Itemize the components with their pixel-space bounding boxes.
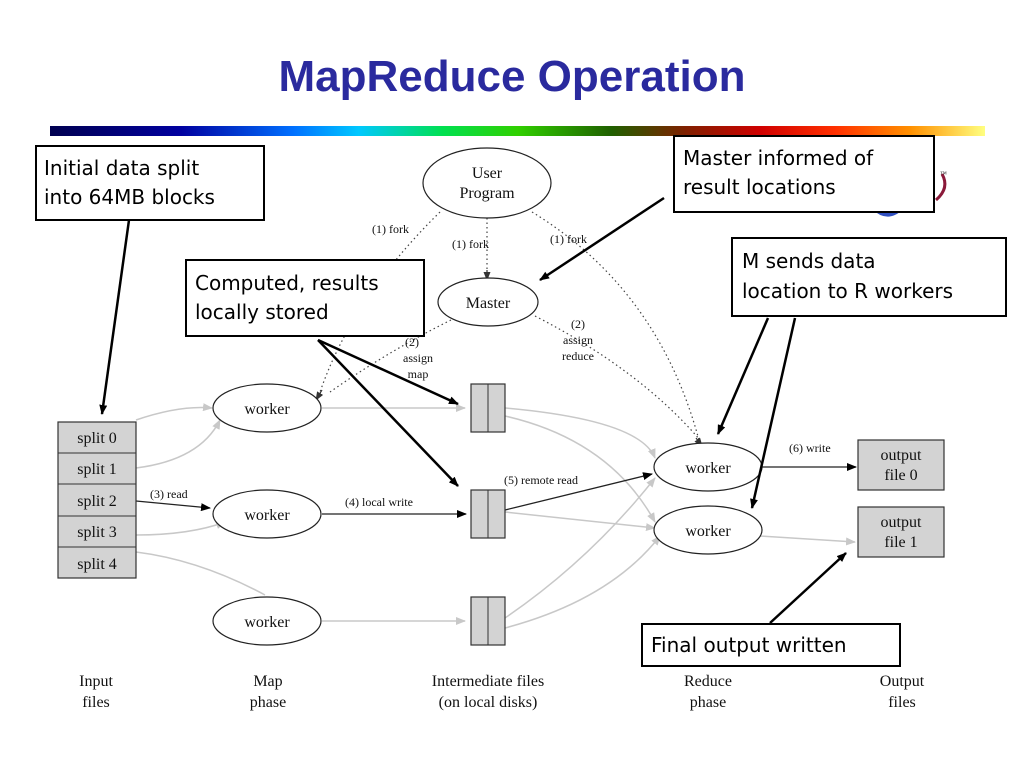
callout-initial-split-line1: Initial data split xyxy=(44,156,199,180)
phase-reduce-1: Reduce xyxy=(684,673,732,690)
phase-input-2: files xyxy=(82,694,110,711)
intermediate-file-3 xyxy=(470,596,506,646)
write-label: (6) write xyxy=(789,441,831,455)
output-file-0-line2: file 0 xyxy=(884,467,917,484)
output-file-1-line1: output xyxy=(881,514,922,531)
split-3: split 3 xyxy=(77,524,117,541)
callout-arrows xyxy=(99,196,847,624)
map-worker-3-label: worker xyxy=(244,614,290,631)
callout-final-output: Final output written xyxy=(641,623,901,667)
output-file-0-line1: output xyxy=(881,447,922,464)
map-worker-3: worker xyxy=(212,596,322,646)
local-write-label: (4) local write xyxy=(345,495,413,509)
reduce-worker-2-label: worker xyxy=(685,523,731,540)
callout-initial-split-line2: into 64MB blocks xyxy=(44,185,215,209)
phase-labels: Input files Map phase Intermediate files… xyxy=(79,673,925,711)
fork-label-center: (1) fork xyxy=(452,237,489,251)
callout-computed-line1: Computed, results xyxy=(195,271,379,295)
slide-title: MapReduce Operation xyxy=(278,52,746,101)
master-label: Master xyxy=(466,295,511,312)
split-1: split 1 xyxy=(77,461,117,478)
split-4: split 4 xyxy=(77,556,117,573)
split-2: split 2 xyxy=(77,493,117,510)
assign-reduce-label-2: assign xyxy=(563,333,593,347)
assign-map-label-2: assign xyxy=(403,351,433,365)
output-file-0: output file 0 xyxy=(857,439,945,491)
map-worker-1: worker xyxy=(212,383,322,433)
output-file-1-line2: file 1 xyxy=(884,534,917,551)
phase-reduce-2: phase xyxy=(690,694,726,711)
reduce-worker-2: worker xyxy=(653,505,763,555)
fork-label-right: (1) fork xyxy=(550,232,587,246)
input-files: split 0 split 1 split 2 split 3 split 4 xyxy=(57,421,137,579)
remote-read-label: (5) remote read xyxy=(504,473,578,487)
phase-output-1: Output xyxy=(880,673,925,690)
edge-labels: (1) fork (1) fork (1) fork (2) assign ma… xyxy=(150,222,831,509)
reduce-worker-1-label: worker xyxy=(685,460,731,477)
callout-initial-split: Initial data split into 64MB blocks xyxy=(35,145,265,221)
title-gradient-bar xyxy=(50,126,985,136)
phase-input-1: Input xyxy=(79,673,113,690)
callout-m-sends-line2: location to R workers xyxy=(742,279,953,303)
active-flow-lines xyxy=(135,463,857,518)
phase-output-2: files xyxy=(888,694,916,711)
user-program-label-1: User xyxy=(472,165,503,182)
assign-map-label-1: (2) xyxy=(405,335,419,349)
user-program-node: User Program xyxy=(422,147,552,219)
intermediate-file-2 xyxy=(470,489,506,539)
map-worker-1-label: worker xyxy=(244,401,290,418)
intermediate-file-1 xyxy=(470,383,506,433)
phase-intermediate-1: Intermediate files xyxy=(432,673,544,690)
master-node: Master xyxy=(437,277,539,327)
assign-map-label-3: map xyxy=(408,367,429,381)
callout-computed-line2: locally stored xyxy=(195,300,329,324)
fork-label-left: (1) fork xyxy=(372,222,409,236)
svg-text:™: ™ xyxy=(940,170,947,178)
phase-map-1: Map xyxy=(253,673,282,690)
callout-master-informed-line2: result locations xyxy=(683,175,836,199)
phase-intermediate-2: (on local disks) xyxy=(439,694,538,711)
assign-reduce-label-1: (2) xyxy=(571,317,585,331)
callout-master-informed-line1: Master informed of xyxy=(683,146,874,170)
output-file-1: output file 1 xyxy=(857,506,945,558)
callout-m-sends: M sends data location to R workers xyxy=(731,237,1007,317)
read-label: (3) read xyxy=(150,487,188,501)
callout-master-informed: Master informed of result locations xyxy=(673,135,935,213)
phase-map-2: phase xyxy=(250,694,286,711)
callout-m-sends-line1: M sends data xyxy=(742,249,876,273)
map-worker-2-label: worker xyxy=(244,507,290,524)
reduce-worker-1: worker xyxy=(653,442,763,492)
callout-computed: Computed, results locally stored xyxy=(185,259,425,337)
user-program-label-2: Program xyxy=(459,185,515,202)
split-0: split 0 xyxy=(77,430,117,447)
map-worker-2: worker xyxy=(212,489,322,539)
assign-reduce-label-3: reduce xyxy=(562,349,594,363)
callout-final-output-text: Final output written xyxy=(651,633,847,657)
